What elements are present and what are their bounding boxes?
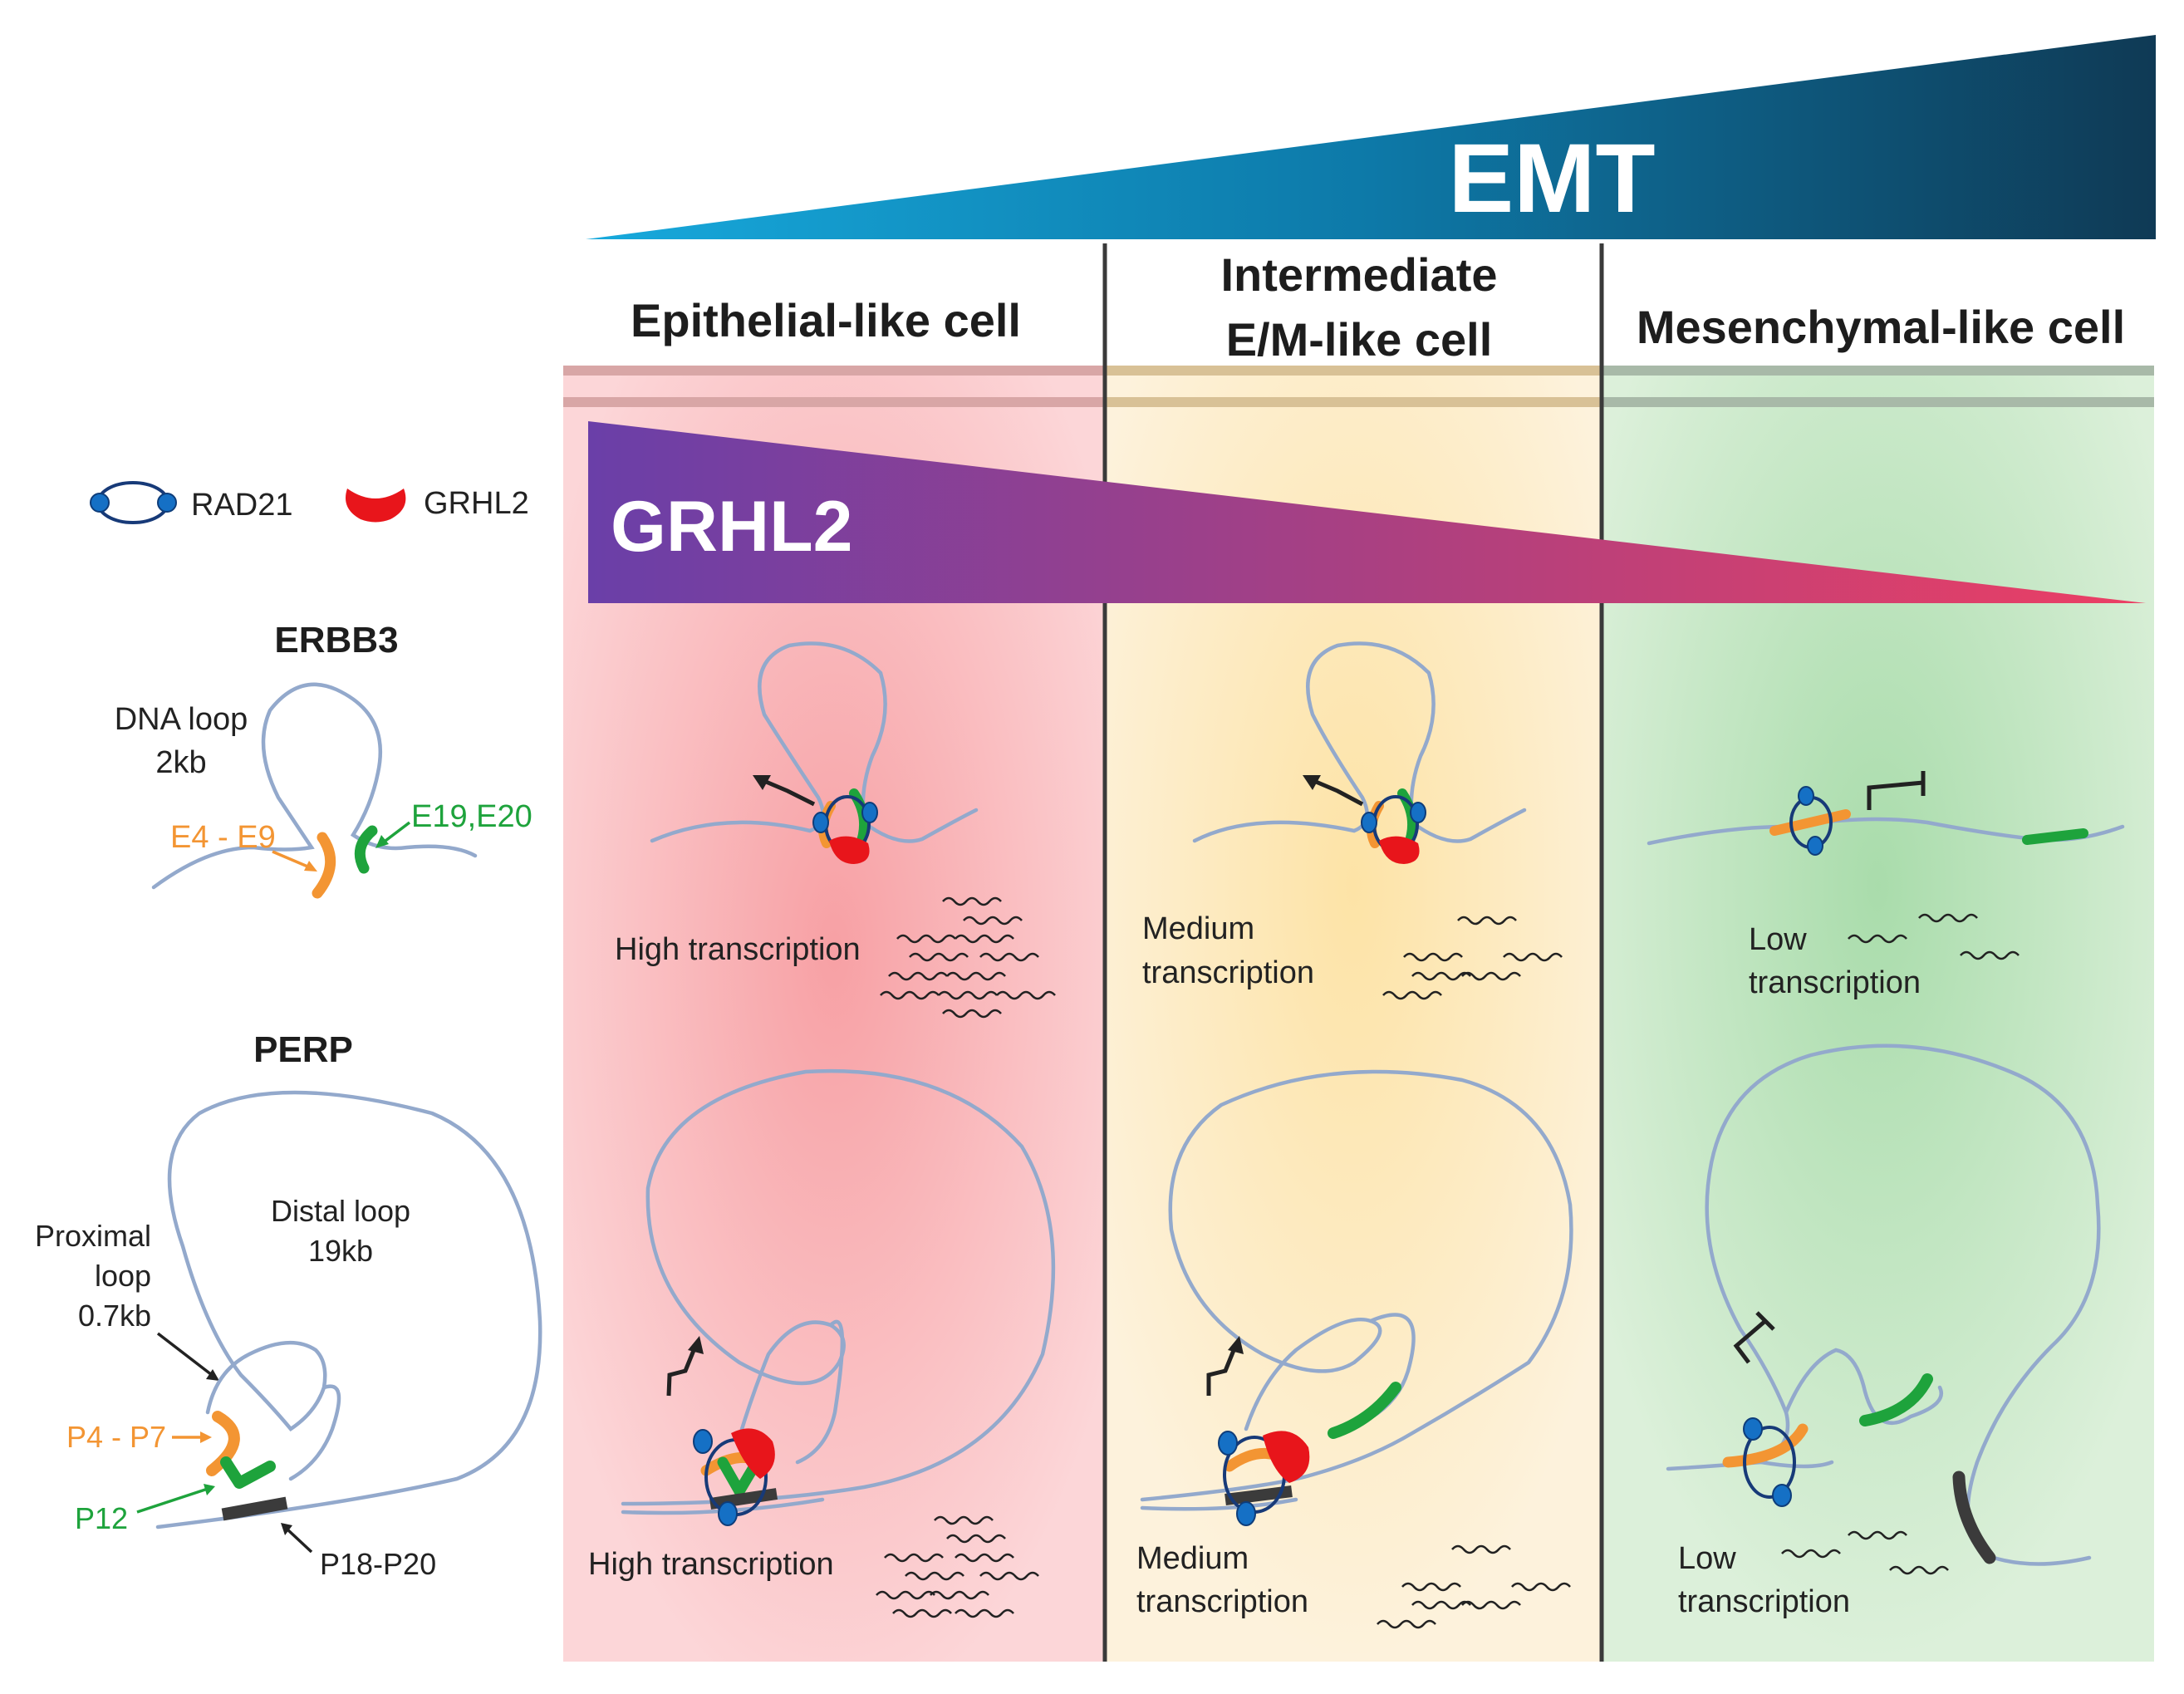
mesenchymal-perp-open xyxy=(1666,1043,2101,1566)
epi-bottom-transcription: High transcription xyxy=(588,1547,834,1582)
erbb3-title: ERBB3 xyxy=(274,620,398,660)
mes-green-distal xyxy=(1859,1373,1933,1426)
membrane-bars xyxy=(563,366,2154,407)
perp-dark-segment xyxy=(221,1496,288,1521)
mes-dark-distal xyxy=(1952,1471,1996,1564)
mes-bottom-transcription-2: transcription xyxy=(1678,1584,1850,1619)
mid-top-transcription-1: Medium xyxy=(1142,911,1254,946)
legend: RAD21 GRHL2 xyxy=(90,481,529,524)
perp-proximal-label-2: loop xyxy=(95,1259,151,1293)
perp-orange-segment xyxy=(206,1411,240,1476)
intermediate-erbb3-loop xyxy=(1192,641,1527,864)
perp-orange-label: P4 - P7 xyxy=(66,1420,166,1454)
perp-proximal-label-3: 0.7kb xyxy=(78,1299,151,1333)
mid-bottom-transcription-2: transcription xyxy=(1136,1584,1308,1619)
epithelial-erbb3-loop xyxy=(650,641,979,864)
perp-distal-label-1: Distal loop xyxy=(271,1194,410,1228)
grhl2-legend-icon xyxy=(346,489,406,523)
rad21-legend-label: RAD21 xyxy=(191,488,293,523)
erbb3-diagram: ERBB3 DNA loop 2kb E4 - E9 E19,E20 xyxy=(115,620,533,899)
mes-bottom-transcription-1: Low xyxy=(1678,1541,1736,1576)
mesenchymal-erbb3-unlooped xyxy=(1647,771,2125,856)
epithelial-perp-loop xyxy=(621,1068,1056,1526)
erbb3-orange-label: E4 - E9 xyxy=(170,820,276,855)
perp-title: PERP xyxy=(253,1029,353,1070)
epithelial-title: Epithelial-like cell xyxy=(631,294,1021,346)
mes-top-transcription-2: transcription xyxy=(1749,965,1921,1000)
mesenchymal-title: Mesenchymal-like cell xyxy=(1637,301,2125,353)
mid-top-transcription-2: transcription xyxy=(1142,955,1314,990)
erbb3-green-segment xyxy=(354,825,378,874)
perp-diagram: PERP Distal loop 19kb Proximal loop 0.7k… xyxy=(35,1029,542,1581)
erbb3-orange-segment xyxy=(312,832,336,899)
mes-top-transcription-1: Low xyxy=(1749,922,1807,957)
epi-top-transcription: High transcription xyxy=(615,932,861,967)
emt-gradient-wedge xyxy=(586,35,2156,239)
erbb3-loop-label-2: 2kb xyxy=(155,745,206,780)
mid-green-distal xyxy=(1328,1382,1401,1439)
perp-green-label: P12 xyxy=(75,1501,128,1535)
mid-bottom-transcription-1: Medium xyxy=(1136,1541,1249,1576)
perp-distal-label-2: 19kb xyxy=(308,1234,373,1268)
perp-dark-label: P18-P20 xyxy=(320,1547,436,1581)
perp-proximal-label-1: Proximal xyxy=(35,1219,151,1253)
erbb3-loop-label-1: DNA loop xyxy=(115,702,248,737)
intermediate-perp-loop xyxy=(1140,1069,1573,1526)
grhl2-gradient-label: GRHL2 xyxy=(611,487,852,567)
emt-label: EMT xyxy=(1448,124,1655,233)
grhl2-gradient-wedge xyxy=(588,421,2146,603)
grhl2-legend-label: GRHL2 xyxy=(424,486,529,521)
intermediate-title-line1: Intermediate xyxy=(1221,248,1498,301)
rad21-legend-icon xyxy=(90,481,177,524)
intermediate-title-line2: E/M-like cell xyxy=(1226,313,1493,366)
perp-green-segment xyxy=(220,1456,276,1489)
erbb3-green-label: E19,E20 xyxy=(411,799,533,834)
